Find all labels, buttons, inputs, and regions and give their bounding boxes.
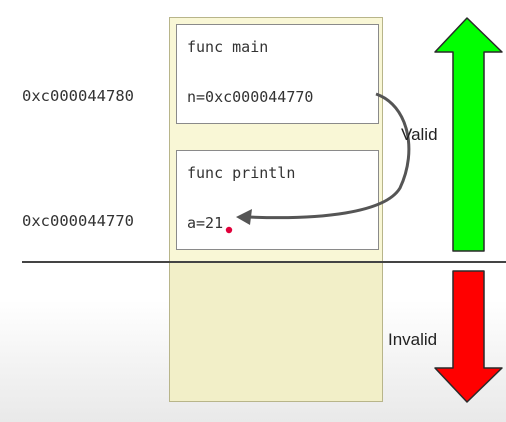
address-main: 0xc000044780 <box>22 87 134 105</box>
address-println: 0xc000044770 <box>22 212 134 230</box>
pointer-arrow-head <box>236 209 252 225</box>
frame-println-title: func println <box>187 164 296 182</box>
label-valid: Valid <box>401 125 438 144</box>
pointer-dot <box>225 226 233 234</box>
frame-main: func main n=0xc000044770 <box>176 24 379 124</box>
invalid-down-arrow-icon <box>434 270 503 403</box>
pointer-arrow <box>247 92 411 220</box>
frame-println-variable: a=21 <box>187 214 224 232</box>
invalid-stack-region <box>169 262 383 402</box>
label-invalid: Invalid <box>388 330 438 349</box>
frame-main-title: func main <box>187 38 269 56</box>
frame-println: func println a=21 <box>176 150 379 250</box>
valid-up-arrow-icon <box>434 17 503 252</box>
stack-top-divider <box>22 261 506 263</box>
frame-main-variable: n=0xc000044770 <box>187 88 314 106</box>
